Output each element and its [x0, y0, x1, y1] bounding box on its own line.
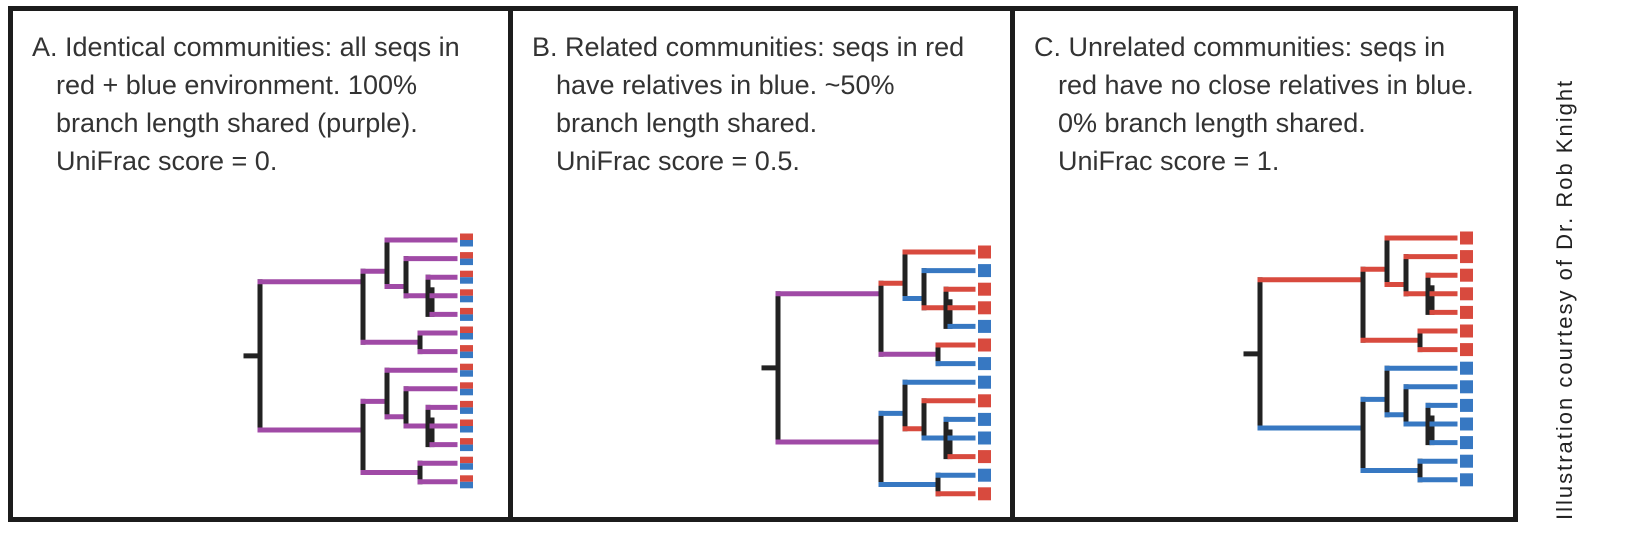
tree-c-top-leaf-6-square — [1460, 324, 1473, 338]
panel-a-line-2: red + blue environment. 100% — [56, 70, 417, 100]
panel-a-line-4: UniFrac score = 0. — [56, 146, 278, 176]
tree-b-bottom-leaf-6-square — [978, 468, 991, 482]
tree-c-bottom-leaf-6-square — [1460, 454, 1473, 468]
panel-divider-2 — [1010, 6, 1015, 522]
tree-c-top-leaf-5-square — [1460, 305, 1473, 319]
tree-c-bottom-leaf-3-square — [1460, 398, 1473, 412]
tree-c-top-leaf-7-square — [1460, 343, 1473, 357]
tree-a-top-leaf-1-square-red-half — [460, 233, 473, 240]
panel-b-line-4: UniFrac score = 0.5. — [556, 146, 800, 176]
panel-b-line-2: have relatives in blue. ~50% — [556, 70, 895, 100]
tree-a-bottom-leaf-1-square-blue-half — [460, 370, 473, 377]
tree-b-top-leaf-5-square — [978, 319, 991, 333]
tree-a-top-leaf-5-square-red-half — [460, 307, 473, 315]
panel-c-line-3: 0% branch length shared. — [1058, 108, 1366, 138]
tree-c-top-leaf-3-square — [1460, 268, 1473, 282]
tree-a-top-leaf-7-square-blue-half — [460, 351, 473, 359]
tree-a-top-leaf-4-square-blue-half — [460, 295, 473, 303]
tree-b-top-leaf-2-square — [978, 264, 991, 278]
tree-b-bottom-leaf-1-square — [978, 375, 991, 389]
tree-a-top-leaf-4-square-red-half — [460, 289, 473, 296]
tree-a-bottom-leaf-6-square-blue-half — [460, 463, 473, 470]
tree-a-bottom-leaf-7-square-red-half — [460, 475, 473, 482]
tree-b-bottom-leaf-7-square — [978, 487, 991, 501]
tree-c-bottom-leaf-1-square — [1460, 361, 1473, 375]
credit-text: Illustration courtesy of Dr. Rob Knight — [1552, 78, 1577, 520]
tree-c-bottom-leaf-2-square — [1460, 380, 1473, 394]
tree-a-top-leaf-3-square-red-half — [460, 270, 473, 278]
panel-a-line-1: A. Identical communities: all seqs in — [32, 32, 460, 62]
tree-a-top-leaf-5-square-blue-half — [460, 314, 473, 321]
tree-a-top-leaf-3-square-blue-half — [460, 277, 473, 284]
tree-a-bottom-leaf-4-square-blue-half — [460, 426, 473, 433]
tree-c-bottom-leaf-7-square — [1460, 473, 1473, 487]
tree-c-bottom-leaf-4-square — [1460, 417, 1473, 431]
tree-a-bottom-leaf-2-square-red-half — [460, 382, 473, 389]
panel-c-line-1: C. Unrelated communities: seqs in — [1034, 32, 1446, 62]
panel-divider-1 — [508, 6, 513, 522]
tree-b-top-leaf-4-square — [978, 301, 991, 315]
tree-a-bottom-leaf-3-square-red-half — [460, 400, 473, 408]
tree-b-top-leaf-7-square — [978, 357, 991, 371]
tree-a-bottom-leaf-1-square-red-half — [460, 363, 473, 371]
panel-a-caption: A. Identical communities: all seqs in re… — [32, 28, 460, 180]
figure-frame — [8, 6, 1518, 522]
tree-a-bottom-leaf-5-square-blue-half — [460, 444, 473, 452]
tree-b-bottom-leaf-4-square — [978, 431, 991, 445]
tree-a-bottom-leaf-6-square-red-half — [460, 456, 473, 464]
panel-c-line-2: red have no close relatives in blue. — [1058, 70, 1474, 100]
tree-a-top-leaf-2-square-blue-half — [460, 258, 473, 266]
tree-b-top-leaf-6-square — [978, 338, 991, 352]
tree-b-bottom-leaf-3-square — [978, 412, 991, 426]
tree-a-top-leaf-2-square-red-half — [460, 252, 473, 259]
tree-b-top-leaf-1-square — [978, 245, 991, 259]
tree-b-bottom-leaf-5-square — [978, 450, 991, 464]
panel-c-line-4: UniFrac score = 1. — [1058, 146, 1280, 176]
tree-a-top-leaf-7-square-red-half — [460, 345, 473, 352]
tree-a-top-leaf-1-square-blue-half — [460, 240, 473, 247]
tree-b-top-leaf-3-square — [978, 282, 991, 296]
tree-a-top-leaf-6-square-blue-half — [460, 333, 473, 340]
panel-b-line-3: branch length shared. — [556, 108, 818, 138]
panel-b-caption: B. Related communities: seqs in red have… — [532, 28, 964, 180]
tree-a-bottom-leaf-4-square-red-half — [460, 419, 473, 426]
panel-c-caption: C. Unrelated communities: seqs in red ha… — [1034, 28, 1474, 180]
credit-text-container: Illustration courtesy of Dr. Rob Knight — [1528, 30, 1577, 520]
tree-a-top-leaf-6-square-red-half — [460, 326, 473, 333]
panel-b-line-1: B. Related communities: seqs in red — [532, 32, 965, 62]
tree-c-top-leaf-2-square — [1460, 250, 1473, 264]
tree-a-bottom-leaf-3-square-blue-half — [460, 407, 473, 414]
panel-a-line-3: branch length shared (purple). — [56, 108, 418, 138]
tree-c-top-leaf-1-square — [1460, 231, 1473, 245]
tree-a-bottom-leaf-5-square-red-half — [460, 438, 473, 445]
tree-a-bottom-leaf-7-square-blue-half — [460, 481, 473, 489]
tree-c-bottom-leaf-5-square — [1460, 436, 1473, 450]
tree-a-bottom-leaf-2-square-blue-half — [460, 388, 473, 396]
tree-c-top-leaf-4-square — [1460, 287, 1473, 301]
tree-b-bottom-leaf-2-square — [978, 394, 991, 408]
